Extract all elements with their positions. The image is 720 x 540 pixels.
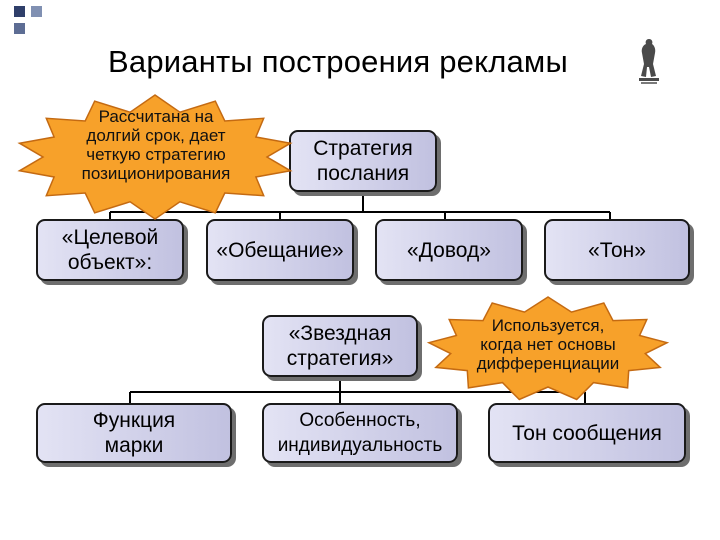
corner-square-mid xyxy=(14,23,25,34)
corner-square-light xyxy=(31,6,42,17)
emblem-icon xyxy=(639,39,659,84)
callout-long-term-text: Рассчитана на долгий срок, дает четкую с… xyxy=(81,107,231,183)
callout-no-basis-text: Используется, когда нет основы дифференц… xyxy=(476,316,620,373)
callout-burst-no-basis xyxy=(426,296,670,401)
box-target-object: «Целевой объект»: xyxy=(36,219,184,281)
slide-title: Варианты построения рекламы xyxy=(108,44,568,79)
box-uniqueness: Особенность, индивидуальность xyxy=(262,403,458,463)
box-brand-function: Функция марки xyxy=(36,403,232,463)
box-star-strategy: «Звездная стратегия» xyxy=(262,315,418,377)
corner-square-dark xyxy=(14,6,25,17)
box-promise: «Обещание» xyxy=(206,219,354,281)
root-box-strategy: Стратегия послания xyxy=(289,130,437,192)
box-argument: «Довод» xyxy=(375,219,523,281)
callout-burst-long-term xyxy=(17,94,293,220)
box-message-tone: Тон сообщения xyxy=(488,403,686,463)
box-tone: «Тон» xyxy=(544,219,690,281)
